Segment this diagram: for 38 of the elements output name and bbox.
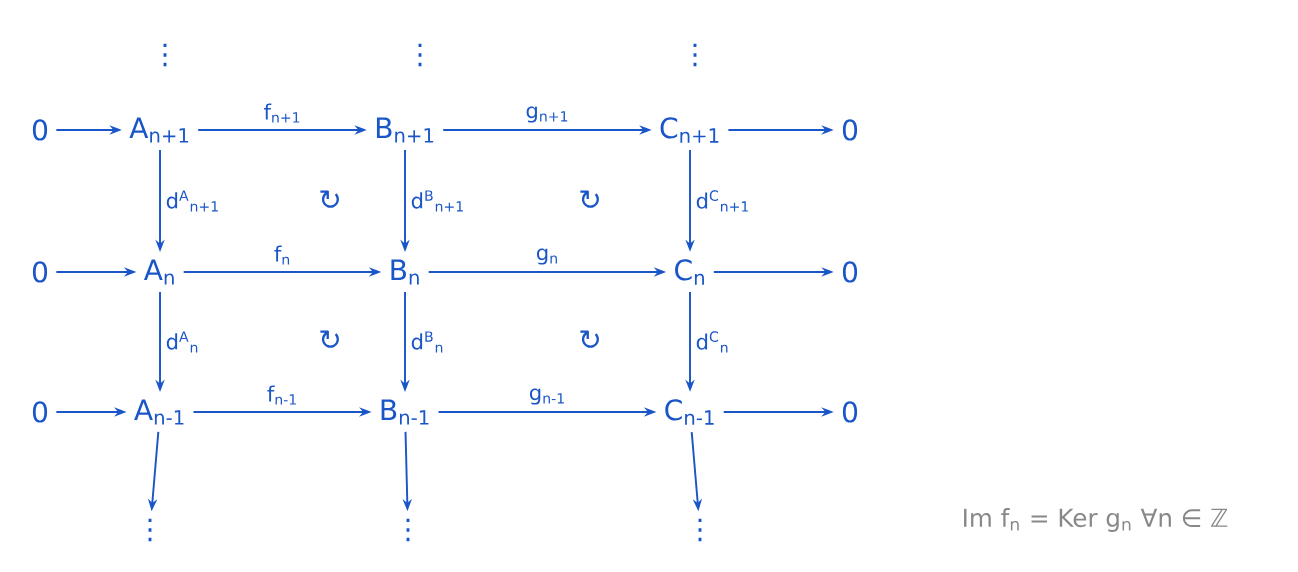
ellipsis-dots: ⋮ <box>406 518 410 542</box>
ellipsis-dots: ⋮ <box>163 43 167 67</box>
math-object: C$_{n+1}$ <box>660 117 719 143</box>
edge-label: d$^{C}$n+1 <box>696 190 749 212</box>
math-object: A$_{n+1}$ <box>129 117 189 143</box>
ellipsis-dots: ⋮ <box>418 43 422 67</box>
math-object: 0 <box>32 119 48 141</box>
math-object: B$_{n+1}$ <box>376 117 434 143</box>
commutes-symbol: ↻ <box>580 330 599 348</box>
math-object: A$_{n-1}$ <box>134 399 184 425</box>
math-object: 0 <box>842 261 858 283</box>
edge-label: g$_{n}$ <box>537 248 557 265</box>
edge-label: d$^{B}$n <box>411 331 443 353</box>
edge-label: f$_{n-1}$ <box>267 385 296 405</box>
commutes-symbol: ↻ <box>320 330 339 348</box>
commutes-symbol: ↻ <box>580 190 599 208</box>
math-object: 0 <box>842 401 858 423</box>
edge-label: d$^{B}$n+1 <box>411 190 463 212</box>
edge-label: f$_{n}$ <box>274 245 290 265</box>
edge-label: d$^{A}$n+1 <box>166 190 218 212</box>
math-object: 0 <box>842 119 858 141</box>
commutes-symbol: ↻ <box>320 190 339 208</box>
math-object: B$_{n-1}$ <box>381 399 429 425</box>
ellipsis-dots: ⋮ <box>693 43 697 67</box>
ellipsis-dots: ⋮ <box>698 518 702 542</box>
math-object: C$_{n-1}$ <box>665 399 714 425</box>
edge-label: d$^{A}$n <box>166 331 198 353</box>
math-object: B$_{n}$ <box>391 259 419 285</box>
math-object: A$_{n}$ <box>143 259 174 285</box>
edge-label: d$^{C}$n <box>696 331 728 353</box>
note: Im f$_{n}$ = Ker g$_{n}$ ∀n ∈ ℤ <box>964 508 1228 532</box>
edge-label: f$_{n+1}$ <box>264 103 300 123</box>
math-object: 0 <box>32 261 48 283</box>
edge-label: g$_{n-1}$ <box>530 388 564 405</box>
ellipsis-dots: ⋮ <box>148 518 152 542</box>
edge-label: g$_{n+1}$ <box>526 106 568 123</box>
math-object: 0 <box>32 401 48 423</box>
math-object: C$_{n}$ <box>675 259 704 285</box>
